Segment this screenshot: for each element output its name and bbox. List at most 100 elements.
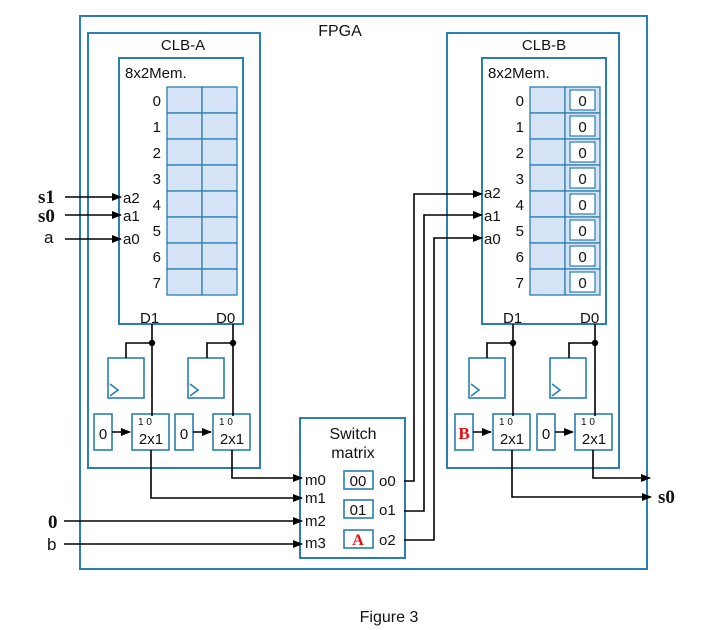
clb-a-mem-label: 8x2Mem. [125,65,187,82]
clb-b-mem-value-box-4 [569,193,596,215]
clb-a-mem-cell-d1-5 [166,216,203,244]
clb-a-mem-cell-d0-1 [201,112,238,140]
clb-b-addr-a1: a1 [484,208,501,225]
clb-b-flipflop-1 [468,357,506,399]
switch-input-m1: m1 [305,490,326,507]
clb-a-mem-row-index-1: 1 [153,119,161,136]
clb-a-mem-cell-d1-0 [166,86,203,114]
switch-setting-o0: 00 [350,473,367,490]
clb-b-d0-label: D0 [580,310,599,327]
clb-b-mem-row-index-2: 2 [516,145,524,162]
external-wiring [64,190,652,548]
clb-b-mem-value-7: 0 [578,275,586,292]
clb-b-mux-0 [574,413,613,451]
clb-b-frame [446,32,620,469]
clb-b-mem-value-box-7 [569,271,596,293]
clb-b-mem-label: 8x2Mem. [488,65,550,82]
clb-b-d1-label: D1 [503,310,522,327]
figure-caption: Figure 3 [360,609,419,626]
clb-a-mem-cell-d0-4 [201,190,238,218]
clb-b-mem-row-index-4: 4 [516,197,524,214]
clb-b-mem-row-index-6: 6 [516,249,524,266]
switch-input-m2: m2 [305,513,326,530]
clb-a-const-1: 0 [99,426,107,443]
clb-b-mem-row-index-5: 5 [516,223,524,240]
clb-a-mem-row-index-3: 3 [153,171,161,188]
clb-b-mux-1 [492,413,531,451]
clb-a-addr-a2: a2 [123,190,140,207]
clb-a-mem-row-index-2: 2 [153,145,161,162]
clb-a-addr-a1: a1 [123,208,140,225]
clb-b-mem-value-3: 0 [578,171,586,188]
clb-a-mem-row-index-4: 4 [153,197,161,214]
switch-matrix: Switch matrix m0 m1 m2 m3 00 01 A o0 o1 … [299,417,406,559]
switch-setting-o1-box [343,499,374,519]
clb-b-mem-value-1: 0 [578,119,586,136]
clb-b-flipflop-0-clock [551,383,562,397]
input-s1-label: s1 [38,187,55,208]
clb-b-label: CLB-B [522,37,566,54]
clb-b-mem-row-index-3: 3 [516,171,524,188]
switch-output-o1: o1 [379,502,396,519]
clb-b-mux-0-label: 2x1 [582,431,606,448]
clb-a-mem-cell-d1-2 [166,138,203,166]
clb-a-frame [87,32,261,469]
clb-a-mem-cell-d1-6 [166,242,203,270]
clb-b-mem-value-box-6 [569,245,596,267]
clb-b-mem-row-index-1: 1 [516,119,524,136]
clb-b-mux-1-sel: 1 0 [499,417,513,428]
clb-a-mem-cell-d0-2 [201,138,238,166]
input-zero-label: 0 [48,512,58,533]
clb-a-mem-row-index-0: 0 [153,93,161,110]
clb-a-mem-cell-d0-6 [201,242,238,270]
clb-b-addr-a0: a0 [484,231,501,248]
clb-b-wiring [473,324,599,436]
clb-b-mem-value-box-1 [569,115,596,137]
switch-setting-o2: A [352,532,364,549]
clb-a-flipflop-1-clock [109,383,120,397]
clb-b-const-0: 0 [542,426,550,443]
clb-a-mux-0-sel: 1 0 [219,417,233,428]
clb-b-mem-value-box-3 [569,167,596,189]
fpga-frame [79,15,648,570]
switch-matrix-frame [299,417,406,559]
clb-b-flipflop-1-clock [470,383,481,397]
switch-input-m0: m0 [305,472,326,489]
switch-matrix-title-2: matrix [331,445,375,462]
clb-b-mem-cell-d1-5 [529,216,566,244]
clb-b-mem-value-0: 0 [578,93,586,110]
clb-b-mem-row-index-7: 7 [516,275,524,292]
clb-a-mem-cell-d0-5 [201,216,238,244]
output-s0-label: s0 [658,487,675,508]
clb-a-mem-cell-d1-7 [166,268,203,296]
clb-a-mem-cell-d0-7 [201,268,238,296]
clb-a-mux-1-label: 2x1 [139,431,163,448]
clb-a-mux-1-sel: 1 0 [138,417,152,428]
fpga-label: FPGA [318,23,362,40]
clb-a-mem-cell-d0-0 [201,86,238,114]
input-a-label: a [44,228,54,247]
clb-a-mem-row-index-5: 5 [153,223,161,240]
clb-a-addr-a0: a0 [123,231,140,248]
clb-b-mem-cell-d1-6 [529,242,566,270]
clb-a-const-0: 0 [180,426,188,443]
clb-a-flipflop-0-clock [189,383,200,397]
clb-a-mem-cell-d1-1 [166,112,203,140]
clb-a-label: CLB-A [161,37,205,54]
switch-matrix-title-1: Switch [329,426,376,443]
switch-setting-o2-box [343,529,374,549]
clb-a-flipflop-0 [187,357,225,399]
switch-output-o2: o2 [379,532,396,549]
clb-b-mux-0-sel: 1 0 [581,417,595,428]
clb-a-mem-row-index-7: 7 [153,275,161,292]
switch-input-m3: m3 [305,535,326,552]
switch-setting-o0-box [343,470,374,490]
clb-b-mux-1-label: 2x1 [500,431,524,448]
clb-b-mem-value-box-2 [569,141,596,163]
clb-b-mem-value-4: 0 [578,197,586,214]
clb-b-mem-value-box-5 [569,219,596,241]
